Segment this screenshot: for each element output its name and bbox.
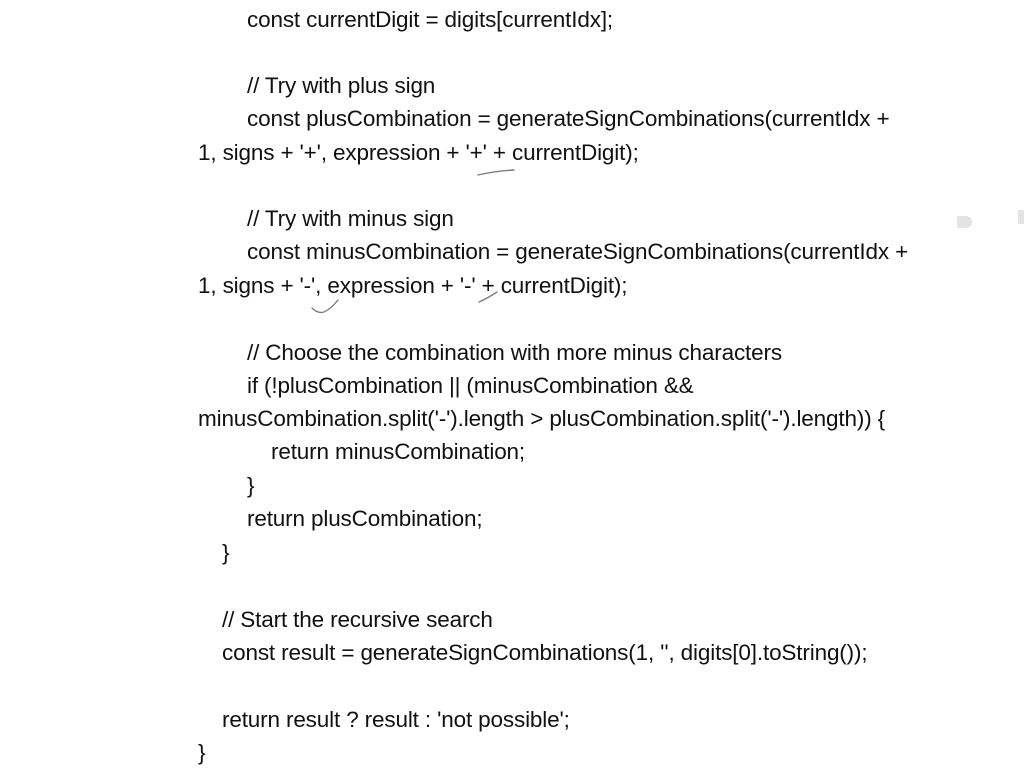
code-line: minusCombination.split('-').length > plu… [198, 406, 886, 431]
code-line: const result = generateSignCombinations(… [222, 640, 868, 665]
code-line: // Try with plus sign [247, 73, 436, 98]
code-line: } [247, 473, 255, 498]
code-line: const plusCombination = generateSignComb… [247, 106, 890, 131]
code-line: 1, signs + '-', expression + '-' + curre… [198, 273, 628, 298]
code-line: // Start the recursive search [222, 607, 493, 632]
code-line: } [222, 540, 230, 565]
pen-checkmark-minus-sign [311, 299, 339, 314]
code-line: const currentDigit = digits[currentIdx]; [247, 7, 614, 32]
screen-edge-mark [957, 216, 972, 228]
code-line: if (!plusCombination || (minusCombinatio… [247, 373, 694, 398]
code-line: return result ? result : 'not possible'; [222, 707, 570, 732]
code-line: // Choose the combination with more minu… [247, 340, 782, 365]
code-line: // Try with minus sign [247, 206, 454, 231]
code-line: const minusCombination = generateSignCom… [247, 239, 909, 264]
code-line: } [198, 740, 206, 765]
pen-underline-plus [477, 169, 515, 176]
code-line: 1, signs + '+', expression + '+' + curre… [198, 140, 639, 165]
code-line: return plusCombination; [247, 506, 483, 531]
screen-edge-mark [1018, 210, 1024, 224]
code-line: return minusCombination; [271, 439, 526, 464]
